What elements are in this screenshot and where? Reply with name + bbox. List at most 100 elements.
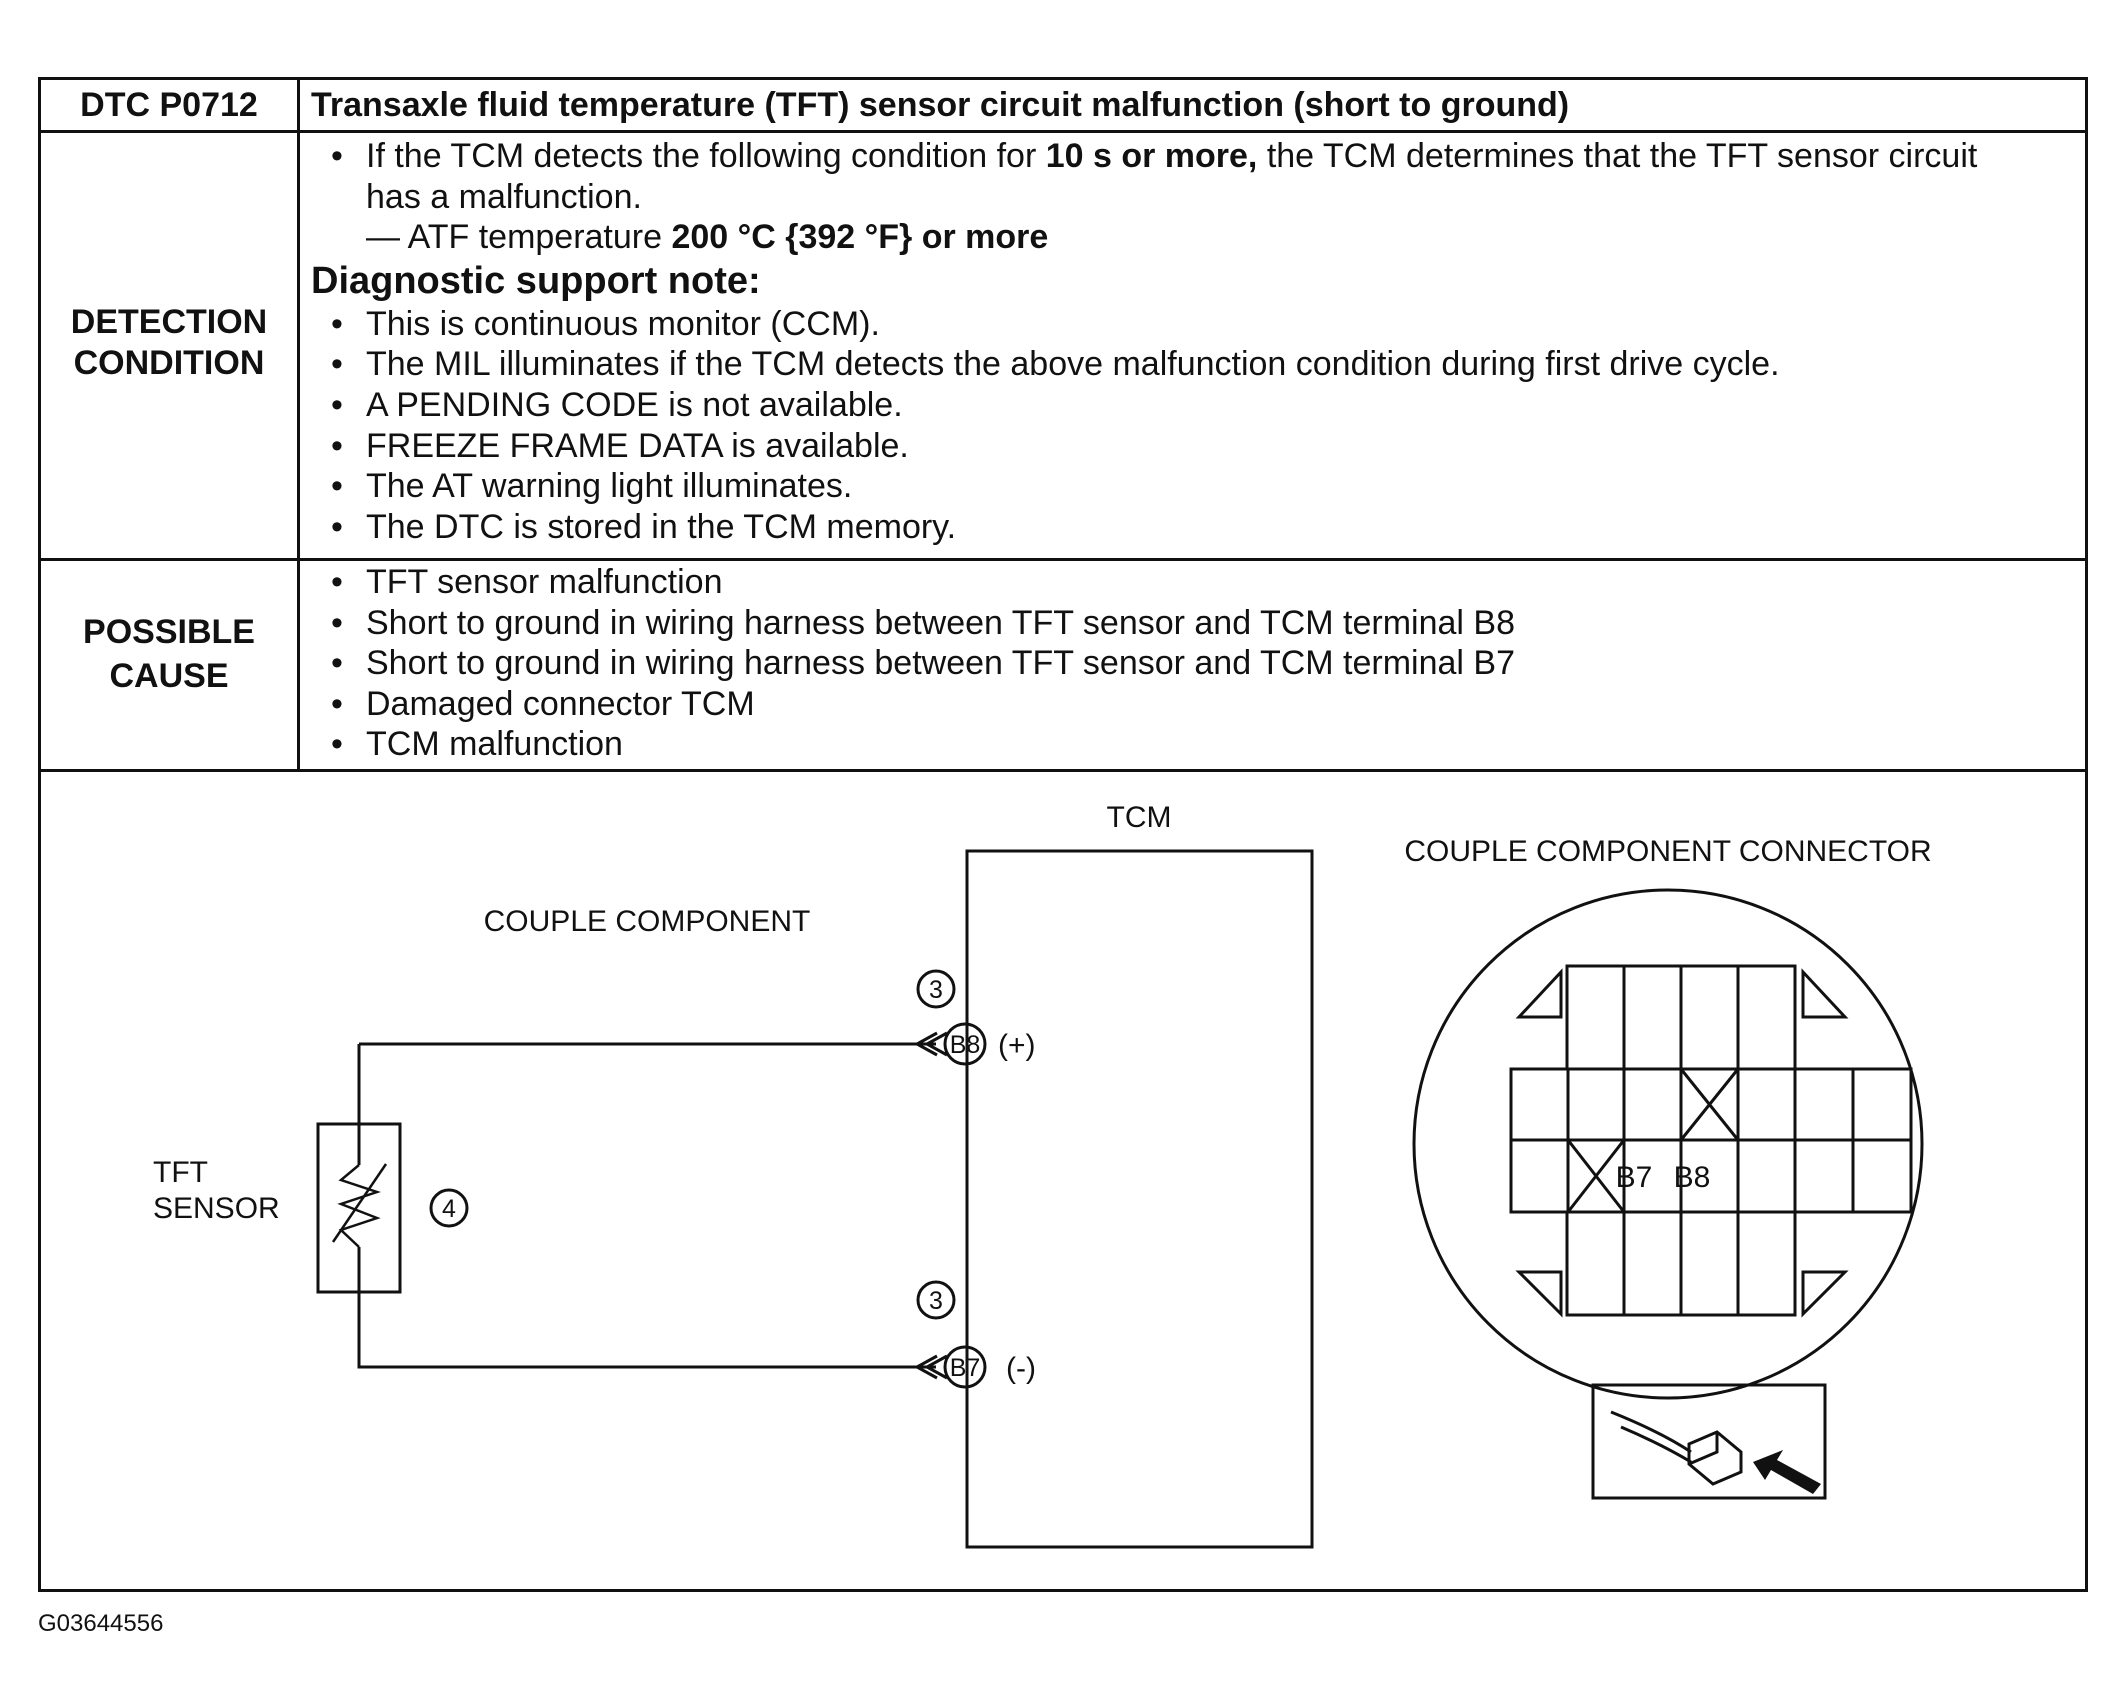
condition-text: — ATF temperature	[366, 218, 672, 257]
possible-cause-label: POSSIBLE CAUSE	[41, 610, 297, 698]
thermistor-symbol	[337, 1164, 381, 1248]
condition-line: — ATF temperature 200 °C {392 °F} or mor…	[311, 217, 2073, 258]
b8-polarity: (+)	[998, 1029, 1036, 1062]
detection-intro: • If the TCM detects the following condi…	[311, 136, 2073, 258]
cause-label-line1: POSSIBLE	[83, 613, 255, 651]
thermistor-arrow	[331, 1163, 388, 1243]
key-triangle-br	[1801, 1270, 1849, 1318]
blank-pin-x-bottom	[1566, 1139, 1626, 1213]
bullet: •	[331, 684, 343, 723]
intro-text-end: has a malfunction.	[366, 177, 642, 216]
dtc-table: DTC P0712 Transaxle fluid temperature (T…	[38, 77, 2088, 772]
callout-3-bottom	[916, 1280, 956, 1320]
list-item-text: FREEZE FRAME DATA is available.	[366, 426, 909, 465]
connector-title: COUPLE COMPONENT CONNECTOR	[1404, 835, 1931, 868]
figure-id: G03644556	[38, 1610, 164, 1637]
list-item: • The DTC is stored in the TCM memory.	[311, 507, 2073, 548]
support-notes-list: • This is continuous monitor (CCM). • The M…	[311, 304, 2073, 548]
bullet: •	[331, 304, 343, 343]
tcm-label: TCM	[1107, 801, 1172, 834]
list-item: • Short to ground in wiring harness betwe…	[311, 603, 2073, 644]
detection-label-line2: CONDITION	[73, 344, 265, 382]
row-divider	[41, 558, 2085, 561]
dtc-title: Transaxle fluid temperature (TFT) sensor…	[311, 86, 1570, 124]
dtc-code: DTC P0712	[80, 86, 258, 124]
list-item: • The AT warning light illuminates.	[311, 466, 2073, 507]
list-item-text: The DTC is stored in the TCM memory.	[366, 507, 957, 546]
bullet: •	[331, 563, 343, 601]
sensor-label-line1: TFT	[153, 1156, 208, 1189]
callout-4-label: 4	[442, 1195, 456, 1223]
key-triangle-tl	[1515, 968, 1563, 1019]
list-item: • FREEZE FRAME DATA is available.	[311, 426, 2073, 467]
callout-3-bottom-label: 3	[929, 1287, 943, 1315]
callout-3-top-label: 3	[929, 976, 943, 1004]
pin-b8-label: B8	[1674, 1161, 1711, 1194]
list-item-text: The AT warning light illuminates.	[366, 467, 853, 506]
condition-threshold: 200 °C {392 °F} or more	[671, 218, 1049, 257]
detection-condition-label: DETECTION CONDITION	[41, 302, 297, 384]
list-item: • TFT sensor malfunction	[311, 562, 2073, 603]
callout-4	[429, 1188, 469, 1228]
bullet: •	[331, 385, 343, 424]
intro-duration: 10 s or more,	[1045, 137, 1258, 175]
bullet: •	[331, 644, 343, 683]
bullet: •	[331, 725, 343, 764]
connector-view-box	[1591, 1383, 1827, 1500]
connector-arrow-b8	[913, 1031, 948, 1057]
list-item: • A PENDING CODE is not available.	[311, 385, 2073, 426]
header-divider	[41, 130, 2085, 133]
list-item-text: The MIL illuminates if the TCM detects t…	[366, 345, 1780, 384]
list-item-text: Damaged connector TCM	[366, 684, 755, 723]
b7-polarity: (-)	[1006, 1352, 1036, 1385]
sensor-label-line2: SENSOR	[153, 1192, 280, 1225]
list-item-text: TFT sensor malfunction	[366, 563, 723, 601]
detection-label-line1: DETECTION	[70, 303, 268, 341]
terminal-b7-circle	[943, 1345, 987, 1389]
terminal-b7-label: B7	[950, 1354, 981, 1382]
list-item: • This is continuous monitor (CCM).	[311, 304, 2073, 345]
bullet: •	[331, 507, 343, 546]
bullet: •	[331, 345, 343, 384]
connector-body	[1687, 1430, 1743, 1486]
couple-component-label: COUPLE COMPONENT	[484, 905, 811, 938]
callout-3-top	[916, 969, 956, 1009]
connector-wires	[1610, 1410, 1692, 1464]
list-item: • Damaged connector TCM	[311, 684, 2073, 725]
connector-face-outline	[1412, 888, 1924, 1400]
list-item-text: A PENDING CODE is not available.	[366, 385, 903, 424]
view-direction-arrow	[1753, 1450, 1821, 1494]
tcm-box	[965, 849, 1314, 1549]
cause-label-line2: CAUSE	[109, 657, 229, 695]
list-item-text: Short to ground in wiring harness betwee…	[366, 603, 1516, 642]
key-triangle-bl	[1515, 1270, 1563, 1318]
bullet: •	[331, 426, 343, 465]
support-note-title: Diagnostic support note:	[311, 259, 761, 302]
key-triangle-tr	[1801, 968, 1849, 1019]
list-item: • Short to ground in wiring harness betwe…	[311, 643, 2073, 684]
connector-arrow-b7	[913, 1354, 948, 1380]
wire-b7	[357, 1292, 936, 1369]
list-item-text: TCM malfunction	[366, 725, 623, 764]
blank-pin-x-top	[1679, 1068, 1740, 1141]
bullet: •	[331, 137, 343, 175]
possible-cause-list: • TFT sensor malfunction • Short to ground …	[311, 562, 2073, 765]
terminal-b8-circle	[943, 1022, 987, 1066]
wiring-diagram-panel: TCM COUPLE COMPONENT COUPLE COMPONENT CO…	[38, 772, 2088, 1592]
list-item-text: Short to ground in wiring harness betwee…	[366, 644, 1516, 683]
terminal-b8-label: B8	[950, 1031, 981, 1059]
connector-top-dividers	[1622, 966, 1740, 1069]
list-item-text: This is continuous monitor (CCM).	[366, 304, 880, 343]
wiring-diagram: TCM COUPLE COMPONENT COUPLE COMPONENT CO…	[153, 801, 1932, 1549]
intro-text-cont: the TCM determines that the TFT sensor c…	[1257, 137, 1978, 175]
intro-text: If the TCM detects the following conditi…	[366, 137, 1046, 175]
connector-bottom-dividers	[1622, 1212, 1740, 1315]
list-item: • TCM malfunction	[311, 724, 2073, 765]
column-divider	[297, 80, 300, 769]
detection-condition-content: • If the TCM detects the following condi…	[311, 136, 2073, 547]
list-item: • The MIL illuminates if the TCM detects …	[311, 344, 2073, 385]
bullet: •	[331, 467, 343, 506]
bullet: •	[331, 603, 343, 642]
pin-b7-label: B7	[1616, 1161, 1653, 1194]
